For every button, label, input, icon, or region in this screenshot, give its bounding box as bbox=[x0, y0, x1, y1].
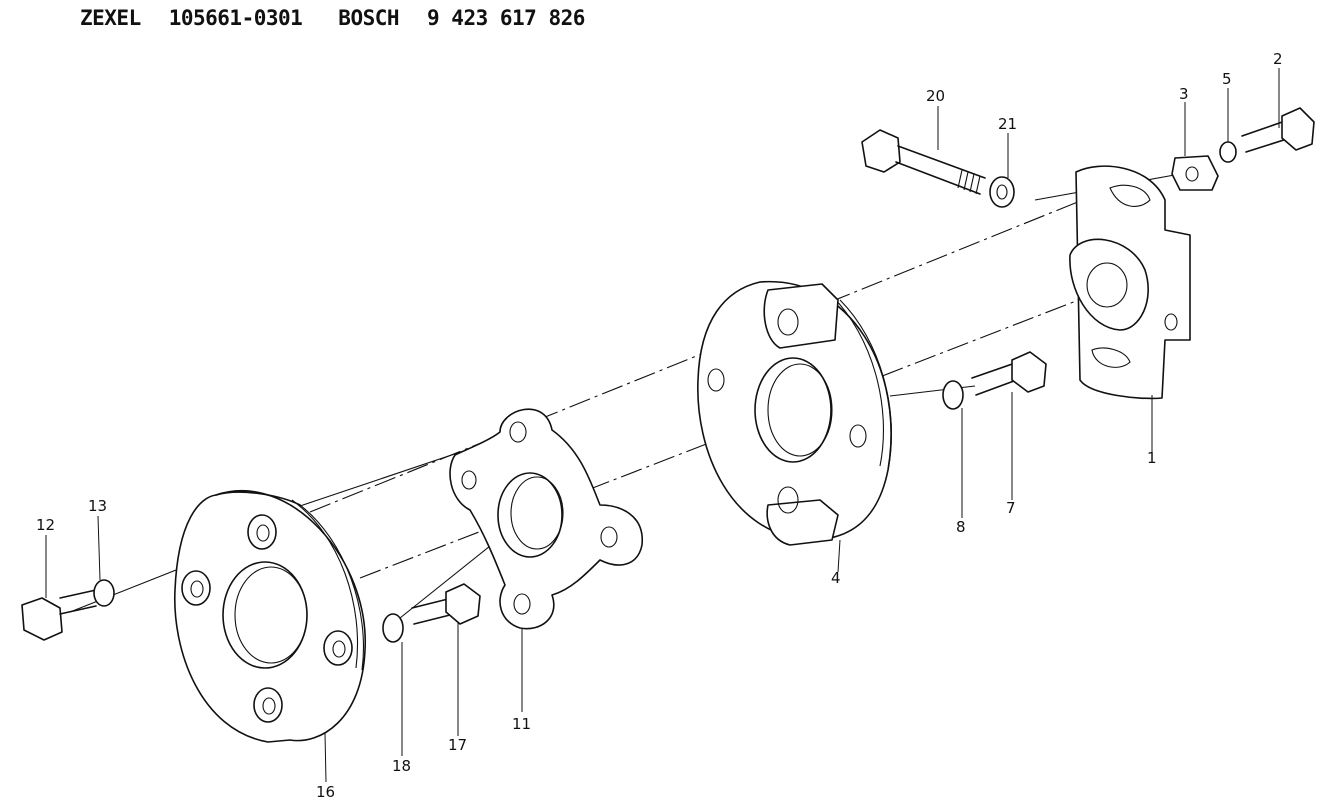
coupling-flange-disc bbox=[174, 489, 366, 743]
bosch-part-number: 9 423 617 826 bbox=[427, 6, 585, 30]
washer-13 bbox=[93, 579, 115, 607]
callout-4: 4 bbox=[831, 569, 841, 587]
part-number-header: ZEXEL 105661-0301 BOSCH 9 423 617 826 bbox=[80, 6, 585, 36]
callout-11: 11 bbox=[512, 715, 531, 733]
washer-5 bbox=[1219, 141, 1237, 163]
washer-8 bbox=[942, 380, 964, 410]
callout-labels: 1 2 3 4 5 7 8 11 12 13 16 17 18 20 21 bbox=[36, 50, 1283, 801]
callout-7: 7 bbox=[1006, 499, 1016, 517]
callout-5: 5 bbox=[1222, 70, 1232, 88]
brand-bosch: BOSCH bbox=[338, 6, 400, 30]
callout-17: 17 bbox=[448, 736, 467, 754]
timer-bracket bbox=[1069, 165, 1191, 400]
zexel-part-number: 105661-0301 bbox=[168, 6, 303, 30]
callout-3: 3 bbox=[1179, 85, 1189, 103]
callout-13: 13 bbox=[88, 497, 107, 515]
callout-18: 18 bbox=[392, 757, 411, 775]
callout-20: 20 bbox=[926, 87, 945, 105]
bolt-17 bbox=[411, 583, 481, 625]
callout-2: 2 bbox=[1273, 50, 1283, 68]
callout-8: 8 bbox=[956, 518, 966, 536]
washer-21 bbox=[989, 176, 1015, 208]
callout-12: 12 bbox=[36, 516, 55, 534]
hub-plate bbox=[449, 408, 643, 630]
brand-zexel: ZEXEL bbox=[80, 6, 141, 30]
callout-16: 16 bbox=[316, 783, 335, 801]
flange-bolt-holes bbox=[181, 514, 353, 723]
bolt-2 bbox=[1241, 107, 1315, 153]
callout-1: 1 bbox=[1147, 449, 1157, 467]
coupling-disc bbox=[697, 280, 892, 546]
long-bolt bbox=[861, 129, 986, 195]
bolt-7 bbox=[971, 351, 1047, 396]
bolt-12 bbox=[21, 589, 97, 641]
washer-18 bbox=[382, 613, 404, 643]
callout-21: 21 bbox=[998, 115, 1017, 133]
callout-leaders bbox=[45, 68, 1280, 783]
lock-plate bbox=[1171, 155, 1219, 191]
